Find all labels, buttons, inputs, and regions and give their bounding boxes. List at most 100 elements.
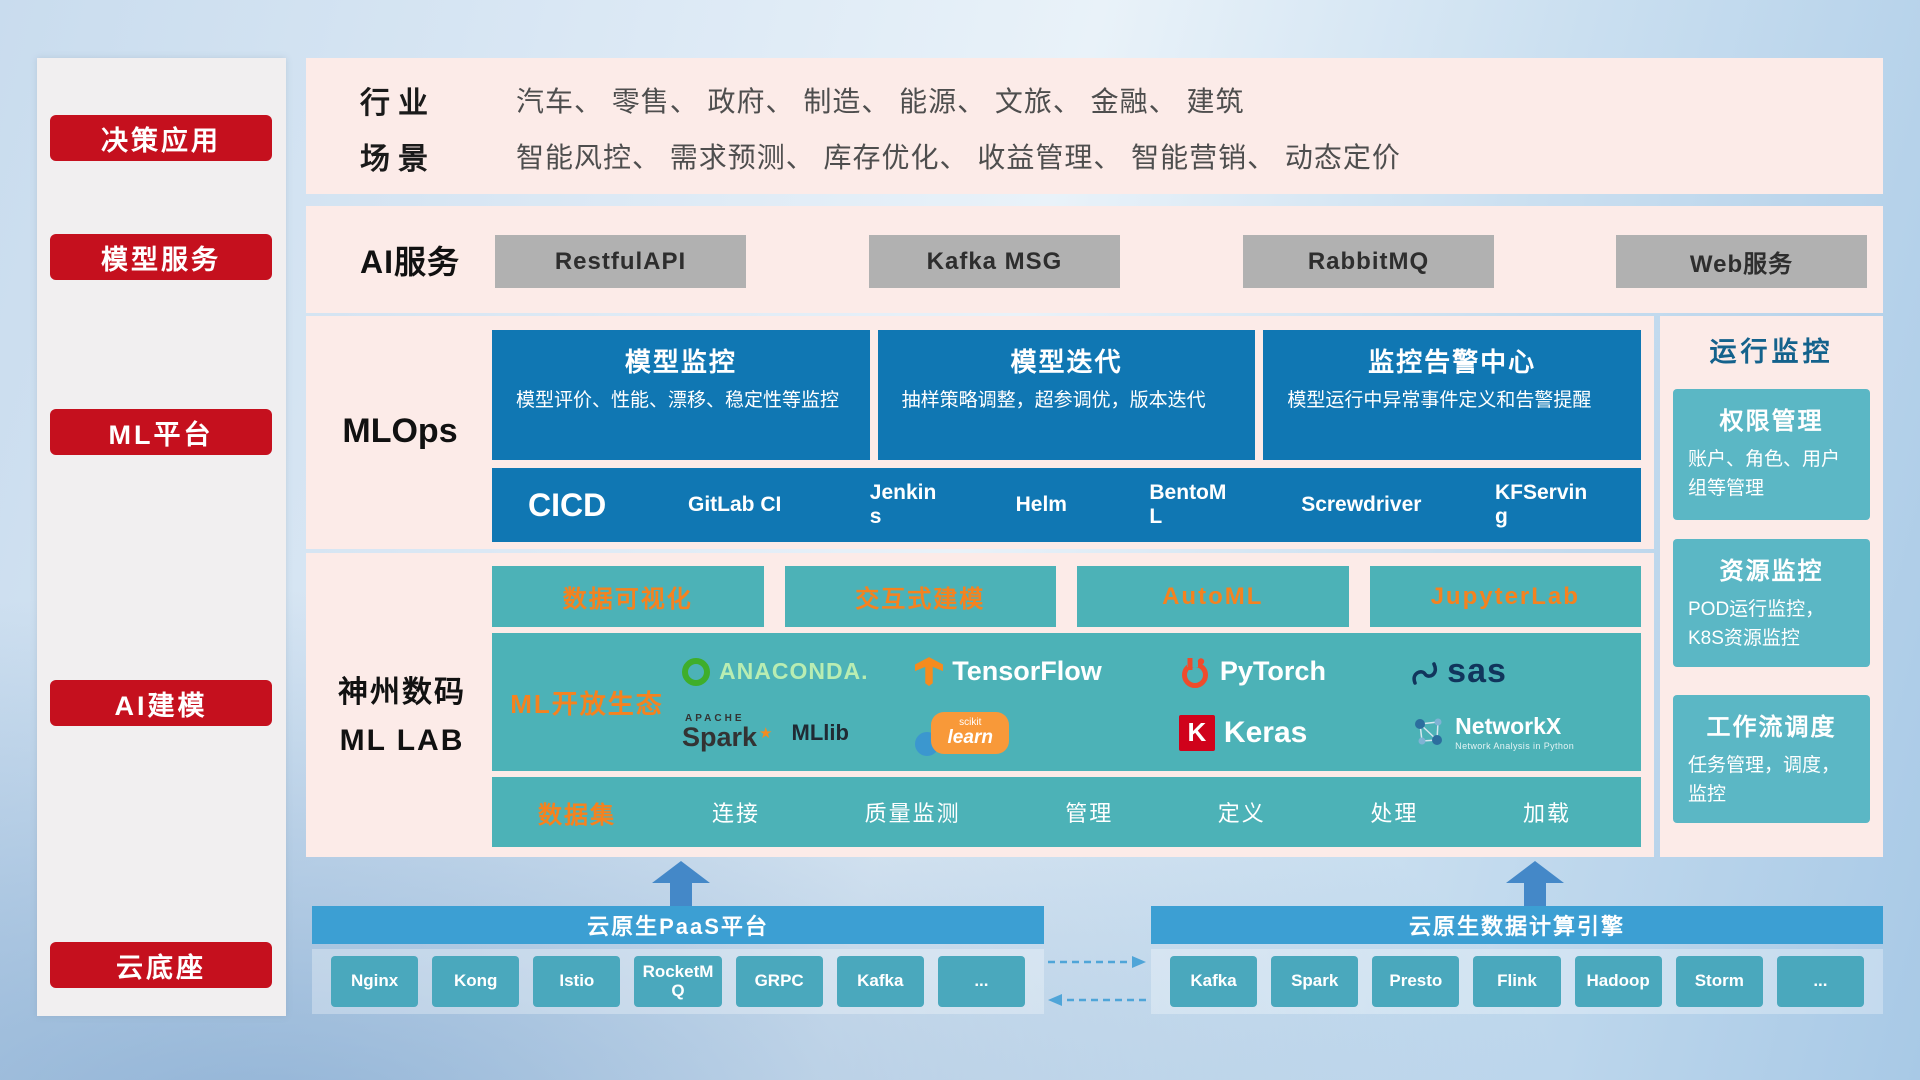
tensorflow-icon <box>915 656 944 686</box>
mllib-text: MLlib <box>791 719 849 745</box>
mllab-panel: 神州数码 ML LAB 数据可视化 交互式建模 AutoML JupyterLa… <box>306 553 1654 857</box>
card-alert-center: 监控告警中心 模型运行中异常事件定义和告警提醒 <box>1263 330 1641 460</box>
engine-item-storm: Storm <box>1675 956 1763 1007</box>
tensorflow-logo: TensorFlow <box>915 656 1102 687</box>
paas-item-nginx: Nginx <box>331 956 419 1007</box>
industry-scenario-panel: 行业 汽车、 零售、 政府、 制造、 能源、 文旅、 金融、 建筑 场景 智能风… <box>306 58 1883 194</box>
eco-label: ML开放生态 <box>510 688 664 719</box>
networkx-subtext: Network Analysis in Python <box>1455 740 1575 751</box>
dataset-item-load: 加载 <box>1522 801 1571 826</box>
cicd-tool-bentoml: BentoML <box>1149 480 1227 528</box>
paas-item-istio: Istio <box>533 956 621 1007</box>
paas-item-more: ... <box>937 956 1025 1007</box>
cicd-tools: GitLab CI Jenkins Helm BentoML Screwdriv… <box>628 481 1641 529</box>
sas-logo: sas <box>1412 652 1507 691</box>
tensorflow-text: TensorFlow <box>952 656 1102 686</box>
cicd-tool-screwdriver: Screwdriver <box>1301 492 1422 516</box>
card-desc: 任务管理，调度，监控 <box>1688 755 1841 805</box>
scikit-text-top: scikit <box>959 717 982 728</box>
card-title: 权限管理 <box>1719 408 1824 435</box>
engine-item-hadoop: Hadoop <box>1574 956 1662 1007</box>
anaconda-logo: ANACONDA. <box>682 657 869 686</box>
sas-text: sas <box>1447 652 1507 690</box>
cicd-tool-jenkins: Jenkins <box>869 480 937 528</box>
networkx-icon <box>1415 718 1443 746</box>
cicd-tool-helm: Helm <box>1015 492 1067 516</box>
anaconda-text: ANACONDA. <box>719 658 869 684</box>
layer-label-ai-modeling: AI建模 <box>50 680 272 726</box>
layer-label-decision-apps: 决策应用 <box>50 115 272 161</box>
card-title: 模型迭代 <box>1010 347 1123 377</box>
card-workflow-scheduler: 工作流调度 任务管理，调度，监控 <box>1673 695 1870 823</box>
engine-item-presto: Presto <box>1372 956 1460 1007</box>
up-arrow-right <box>1506 861 1564 907</box>
spark-text: Spark <box>682 722 758 752</box>
sas-icon <box>1412 661 1438 685</box>
engine-item-more: ... <box>1776 956 1864 1007</box>
keras-k-icon: K <box>1178 714 1215 751</box>
card-desc: POD运行监控，K8S资源监控 <box>1688 599 1825 649</box>
cicd-bar: CICD GitLab CI Jenkins Helm BentoML Scre… <box>492 468 1641 542</box>
mllab-label-line2: ML LAB <box>339 724 465 757</box>
mlops-label: MLOps <box>342 412 458 450</box>
industry-label: 行业 <box>360 87 436 120</box>
engine-items-strip: Kafka Spark Presto Flink Hadoop Storm ..… <box>1151 949 1883 1014</box>
ai-service-label: AI服务 <box>360 243 461 280</box>
card-resource-monitor: 资源监控 POD运行监控，K8S资源监控 <box>1673 539 1870 667</box>
mllab-label: 神州数码 ML LAB <box>318 669 486 765</box>
eco-logos: ANACONDA. TensorFlow PyTorch <box>682 633 1641 771</box>
scikit-text-main: learn <box>947 727 993 748</box>
paas-item-rocketmq: RocketMQ <box>634 956 722 1007</box>
layer-label-model-service: 模型服务 <box>50 234 272 280</box>
pytorch-icon <box>1181 657 1208 688</box>
runtime-monitor-panel: 运行监控 权限管理 账户、角色、用户组等管理 资源监控 POD运行监控，K8S资… <box>1660 316 1883 857</box>
scikit-learn-logo: scikit learn <box>915 710 1011 756</box>
networkx-text: NetworkX <box>1455 713 1562 740</box>
ml-open-ecosystem: ML开放生态 ANACONDA. TensorFlow <box>492 633 1641 771</box>
card-model-monitoring: 模型监控 模型评价、性能、漂移、稳定性等监控 <box>492 330 870 460</box>
service-web: Web服务 <box>1616 235 1867 288</box>
tool-jupyterlab: JupyterLab <box>1369 566 1641 627</box>
service-restfulapi: RestfulAPI <box>495 235 746 288</box>
engine-item-kafka: Kafka <box>1170 956 1258 1007</box>
tool-data-visualization: 数据可视化 <box>492 566 764 627</box>
cicd-label: CICD <box>528 486 607 523</box>
pytorch-text: PyTorch <box>1219 656 1326 686</box>
pytorch-logo: PyTorch <box>1179 655 1326 689</box>
cicd-tool-kfserving: KFServing <box>1494 480 1588 528</box>
card-desc: 账户、角色、用户组等管理 <box>1688 449 1841 499</box>
cicd-tool-gitlab-ci: GitLab CI <box>688 492 782 516</box>
paas-item-kong: Kong <box>432 956 520 1007</box>
paas-platform-header: 云原生PaaS平台 <box>312 906 1044 944</box>
spark-mllib-logo: APACHE Spark★ MLlib <box>682 714 849 751</box>
apache-text: APACHE <box>685 713 745 724</box>
dataset-item-connect: 连接 <box>712 801 761 826</box>
scikit-blob-icon: scikit learn <box>931 711 1010 754</box>
card-permission-management: 权限管理 账户、角色、用户组等管理 <box>1673 389 1870 520</box>
dataset-bar: 数据集 连接 质量监测 管理 定义 处理 加载 <box>492 777 1641 847</box>
card-title: 监控告警中心 <box>1368 347 1537 377</box>
anaconda-icon <box>682 657 710 686</box>
ai-service-panel: AI服务 RestfulAPI Kafka MSG RabbitMQ Web服务 <box>306 206 1883 313</box>
service-rabbitmq: RabbitMQ <box>1243 235 1494 288</box>
card-model-iteration: 模型迭代 抽样策略调整，超参调优，版本迭代 <box>877 330 1256 460</box>
dataset-item-quality: 质量监测 <box>864 801 961 826</box>
keras-logo: K Keras <box>1178 714 1308 751</box>
card-title: 资源监控 <box>1719 558 1824 585</box>
card-desc: 模型运行中异常事件定义和告警提醒 <box>1287 390 1592 411</box>
keras-text: Keras <box>1223 715 1308 749</box>
paas-item-kafka: Kafka <box>836 956 924 1007</box>
mllab-top-tools: 数据可视化 交互式建模 AutoML JupyterLab <box>492 566 1641 627</box>
dataset-label: 数据集 <box>538 801 616 829</box>
scenario-values: 智能风控、 需求预测、 库存优化、 收益管理、 智能营销、 动态定价 <box>516 142 1401 173</box>
scenario-row: 场景 智能风控、 需求预测、 库存优化、 收益管理、 智能营销、 动态定价 <box>360 134 1853 178</box>
layer-label-ml-platform: ML平台 <box>50 409 272 455</box>
tool-interactive-modeling: 交互式建模 <box>784 566 1056 627</box>
industry-values: 汽车、 零售、 政府、 制造、 能源、 文旅、 金融、 建筑 <box>516 86 1245 117</box>
dataset-item-manage: 管理 <box>1065 801 1114 826</box>
card-title: 模型监控 <box>624 347 737 377</box>
layer-label-cloud-base: 云底座 <box>50 942 272 988</box>
dataset-item-process: 处理 <box>1370 801 1419 826</box>
spark-wordmark: APACHE Spark★ <box>682 714 773 751</box>
industry-row: 行业 汽车、 零售、 政府、 制造、 能源、 文旅、 金融、 建筑 <box>360 78 1853 122</box>
